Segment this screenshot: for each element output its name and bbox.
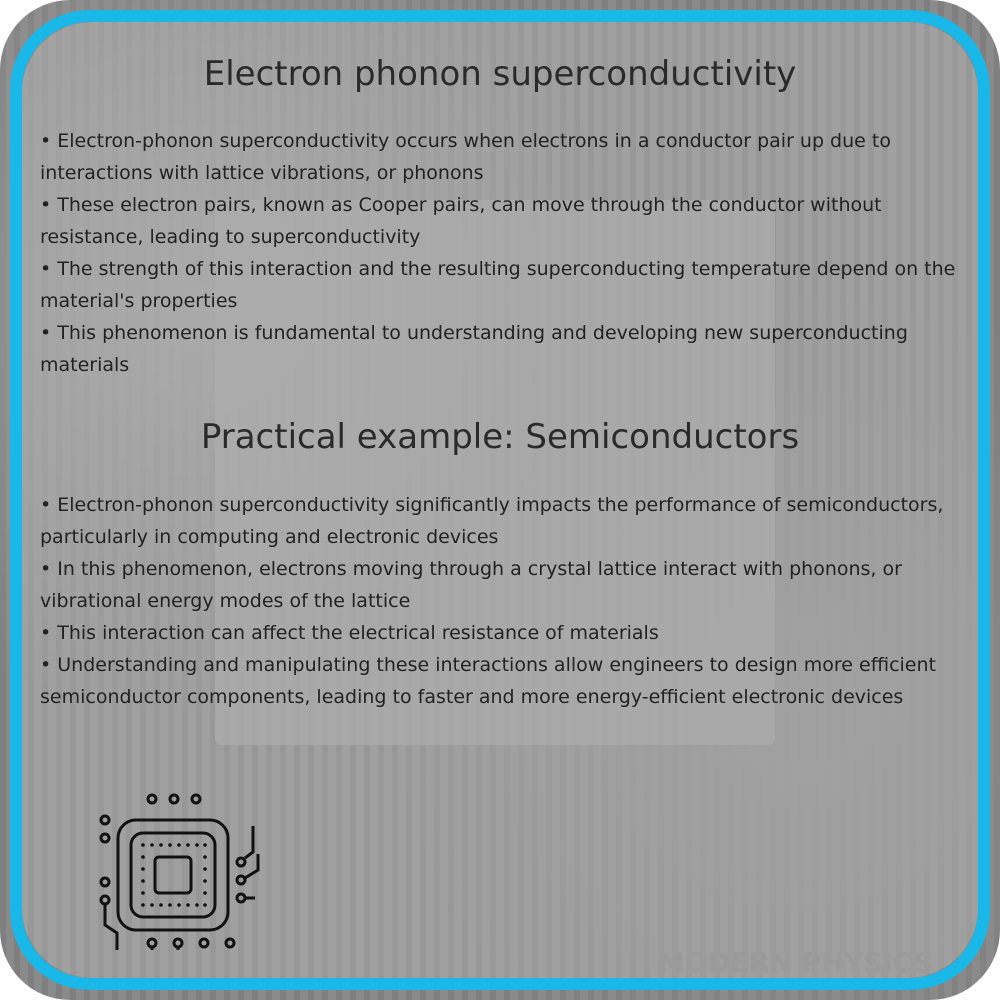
section-title: Practical example: Semiconductors <box>200 417 800 457</box>
bullet: • In this phenomenon, electrons moving t… <box>40 558 902 612</box>
bullet: • This interaction can affect the electr… <box>40 622 659 644</box>
bullet-list: • Electron-phonon superconductivity occu… <box>40 125 960 381</box>
microchip-icon <box>99 793 260 950</box>
chip-background <box>215 200 775 745</box>
bullet: • Electron-phonon superconductivity occu… <box>40 130 891 184</box>
bullet: • Understanding and manipulating these i… <box>40 654 936 708</box>
modern-physics-logo: MODERN PHYSICS <box>658 948 933 979</box>
cyan-frame <box>10 10 990 990</box>
section-title: Electron phonon superconductivity <box>203 54 797 94</box>
bullet: • This phenomenon is fundamental to unde… <box>40 322 908 376</box>
bullet: • These electron pairs, known as Cooper … <box>40 194 882 248</box>
bullet: • The strength of this interaction and t… <box>40 258 956 312</box>
bullet: • Electron-phonon superconductivity sign… <box>40 494 944 548</box>
bullet-list: • Electron-phonon superconductivity sign… <box>40 489 960 713</box>
